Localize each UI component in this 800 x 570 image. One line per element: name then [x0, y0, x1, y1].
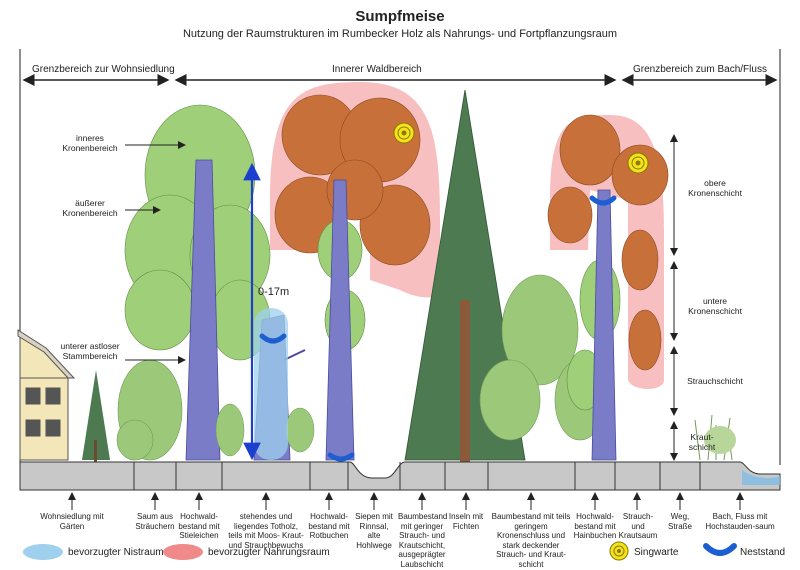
- page-subtitle: Nutzung der Raumstrukturen im Rumbecker …: [182, 28, 618, 40]
- beech-tree: [274, 94, 431, 461]
- layer-lower-crown: untere Kronenschicht: [688, 296, 742, 316]
- label-outer-crown: äußerer Kronenbereich: [62, 198, 118, 218]
- ground-label-3: stehendes und liegendes Totholz, teils m…: [228, 512, 304, 550]
- ground-label-arrows: [68, 492, 744, 510]
- ground-label-12: Bach, Fluss mit Hochstauden-saum: [705, 512, 775, 531]
- shrub-hedge: [116, 359, 183, 461]
- ground-label-7: Inseln mit Fichten: [448, 512, 484, 531]
- legend-nest-swatch: [23, 544, 63, 560]
- ground-label-4: Hochwald-bestand mit Rotbuchen: [308, 512, 350, 540]
- ground-label-9: Hochwald-bestand mit Hainbuchen: [573, 512, 617, 540]
- neststand-mark-beech: [327, 452, 355, 462]
- ground-label-10: Strauch- und Krautsaum: [618, 512, 658, 540]
- small-spruce: [82, 370, 110, 462]
- ground-label-11: Weg, Straße: [667, 512, 692, 531]
- legend-singpost-label: Singwarte: [634, 547, 679, 558]
- hornbeam-tree: [547, 114, 669, 461]
- ground-label-2: Hochwald-bestand mit Stieleichen: [178, 512, 220, 540]
- singpost-mark-hornbeam: [627, 152, 649, 174]
- legend-food-swatch: [163, 544, 203, 560]
- legend-nest-label: bevorzugter Nistraum: [68, 547, 164, 558]
- nest-space: [254, 308, 288, 460]
- ground-label-6: Baumbestand mit geringer Strauch- und Kr…: [398, 512, 448, 569]
- neststand-mark-hornbeam: [589, 195, 617, 206]
- label-inner-crown: inneres Kronenbereich: [62, 133, 118, 153]
- page-title: Sumpfmeise: [355, 8, 445, 25]
- height-label: 0-17m: [258, 286, 290, 298]
- legend-food-label: bevorzugter Nahrungsraum: [208, 547, 330, 558]
- singpost-mark-beech: [393, 122, 415, 144]
- ground-label-0: Wohnsiedlung mit Gärten: [40, 512, 104, 531]
- ground-strip: [19, 461, 781, 491]
- zone-right-label: Grenzbereich zum Bach/Fluss: [633, 64, 767, 75]
- legend-neststand-icon: [703, 543, 737, 556]
- ground-label-5: Siepen mit Rinnsal, alte Hohlwege: [355, 512, 393, 550]
- label-lower-trunk: unterer astloser Stammbereich: [60, 341, 120, 361]
- layer-shrub: Strauchschicht: [687, 376, 743, 386]
- reed-meadow: [694, 414, 736, 461]
- zone-left-label: Grenzbereich zur Wohnsiedlung: [32, 64, 175, 75]
- layer-herb: Kraut-schicht: [688, 432, 716, 452]
- layer-upper-crown: obere Kronenschicht: [688, 178, 742, 198]
- legend-singpost-icon: [609, 541, 629, 561]
- neststand-mark-snag: [259, 333, 287, 344]
- ground-label-8: Baumbestand mit teils geringem Kronensch…: [491, 512, 571, 569]
- zone-middle-label: Innerer Waldbereich: [332, 64, 422, 75]
- legend-neststand-label: Neststand: [740, 547, 786, 558]
- house: [17, 329, 76, 461]
- tree-zone-arrows: [125, 141, 186, 364]
- ground-label-1: Saum aus Sträuchern: [135, 512, 175, 531]
